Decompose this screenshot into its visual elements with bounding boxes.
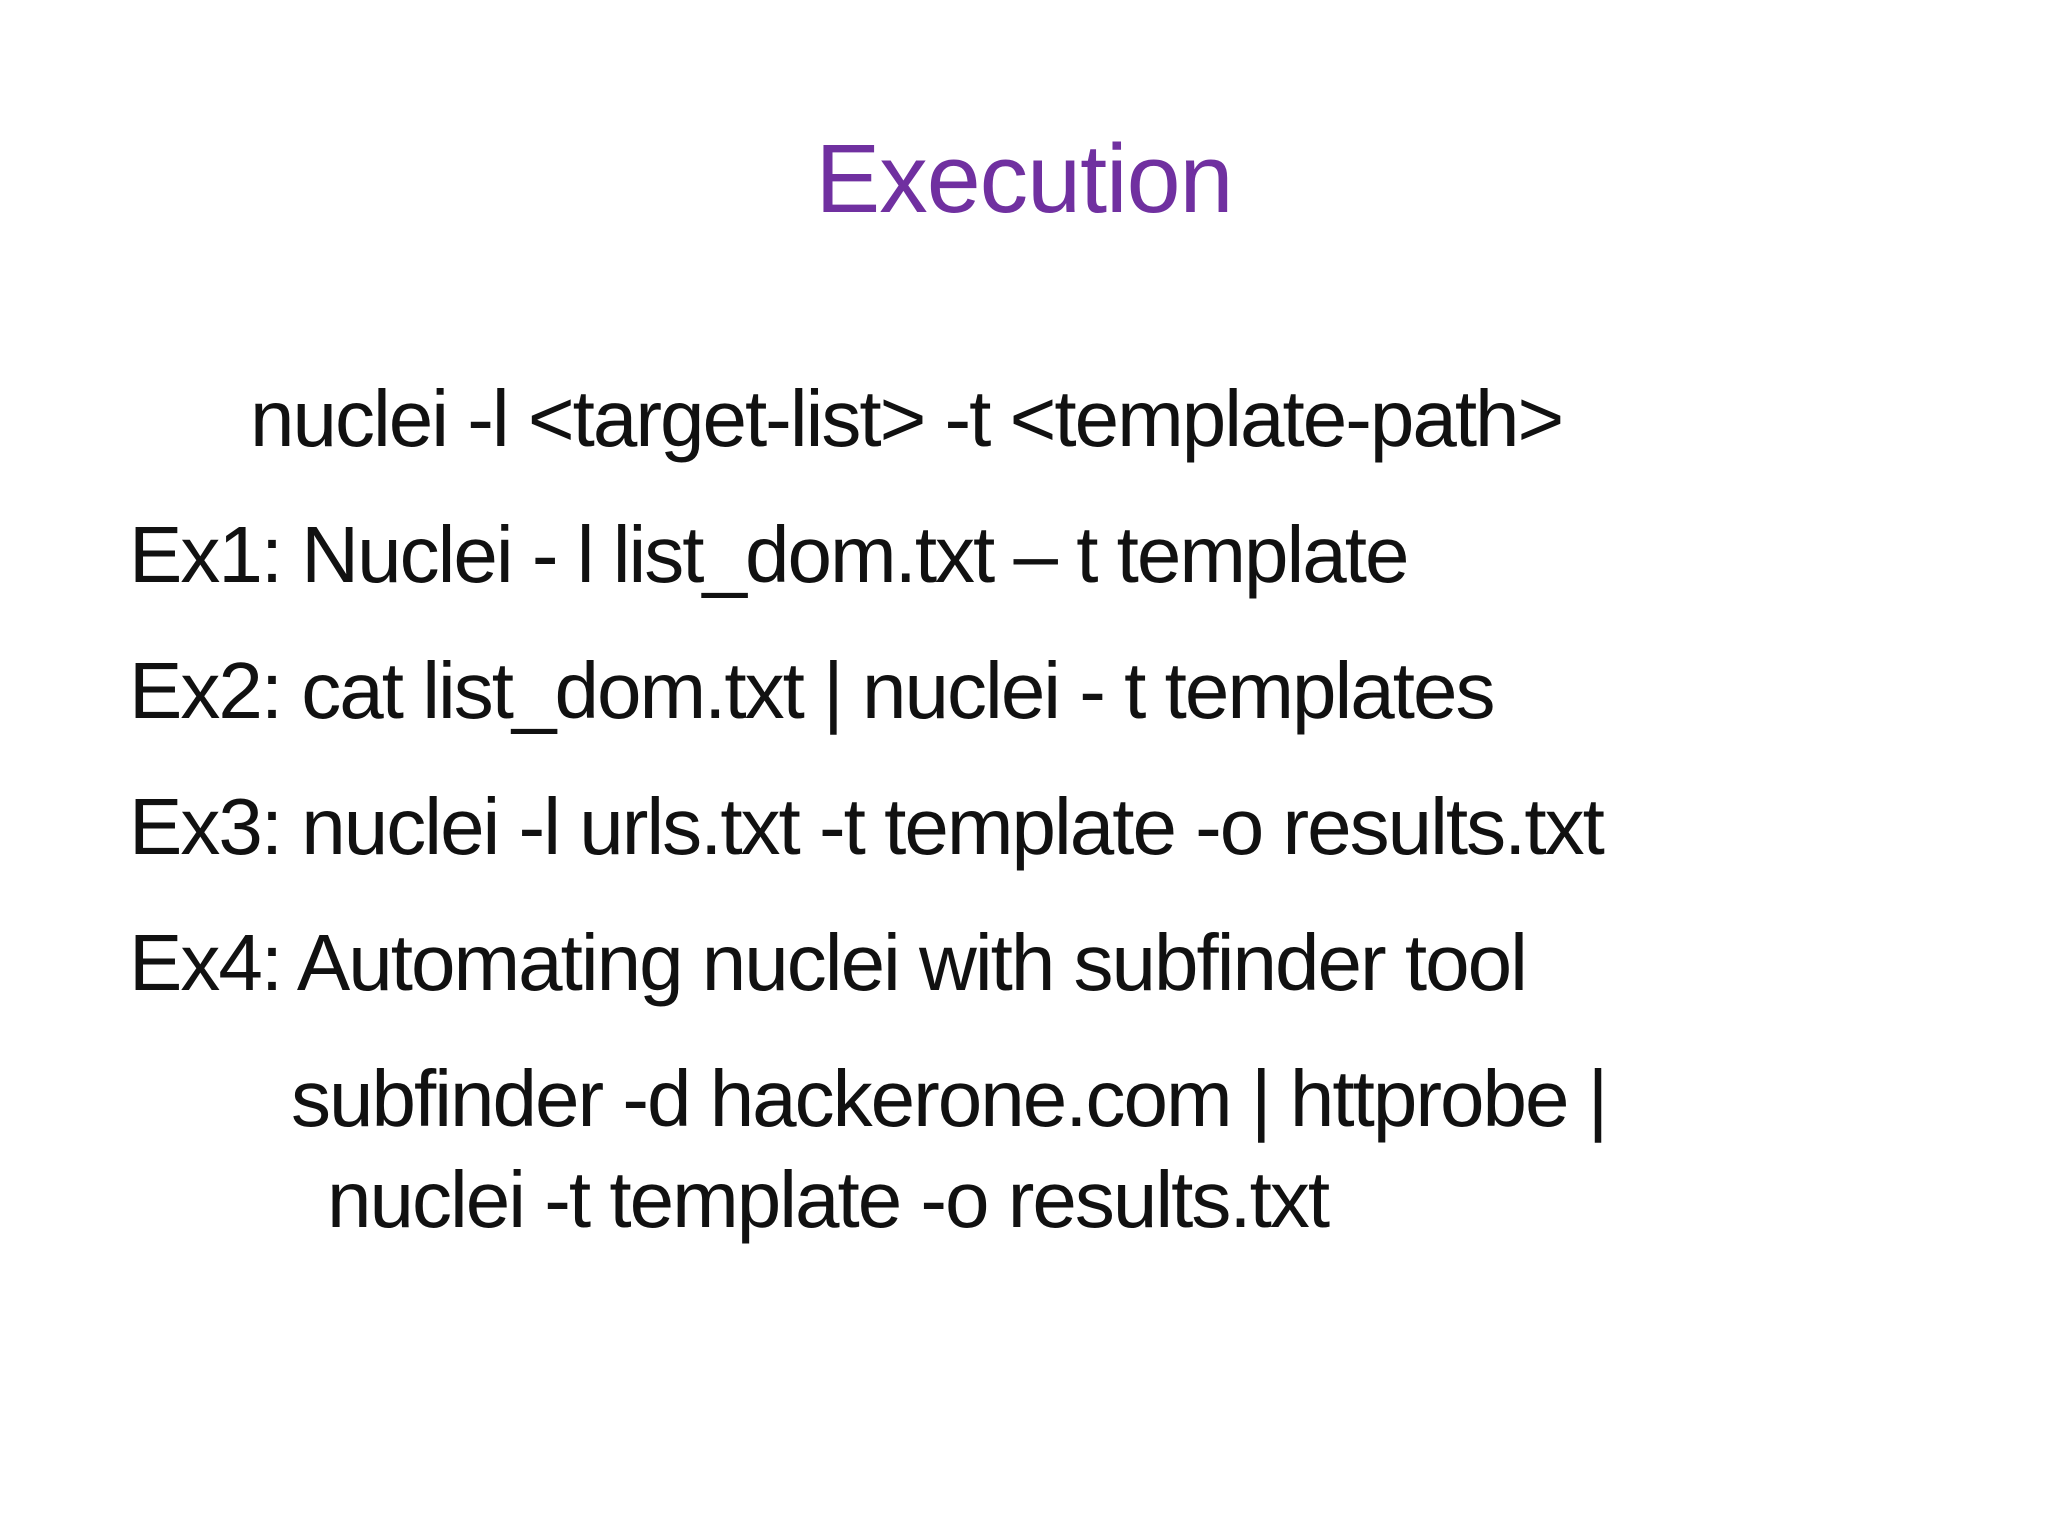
example-4-continuation-line-1: subfinder -d hackerone.com | httprobe |: [291, 1054, 1608, 1143]
example-2-line: Ex2: cat list_dom.txt | nuclei - t templ…: [129, 646, 1495, 735]
example-3-line: Ex3: nuclei -l urls.txt -t template -o r…: [129, 782, 1605, 871]
example-1-line: Ex1: Nuclei - l list_dom.txt – t templat…: [129, 510, 1410, 599]
example-4-line: Ex4: Automating nuclei with subfinder to…: [129, 918, 1528, 1007]
example-4-continuation-line-2: nuclei -t template -o results.txt: [327, 1155, 1330, 1244]
usage-command-line: nuclei -l <target-list> -t <template-pat…: [250, 374, 1564, 463]
slide-title: Execution: [815, 124, 1234, 233]
